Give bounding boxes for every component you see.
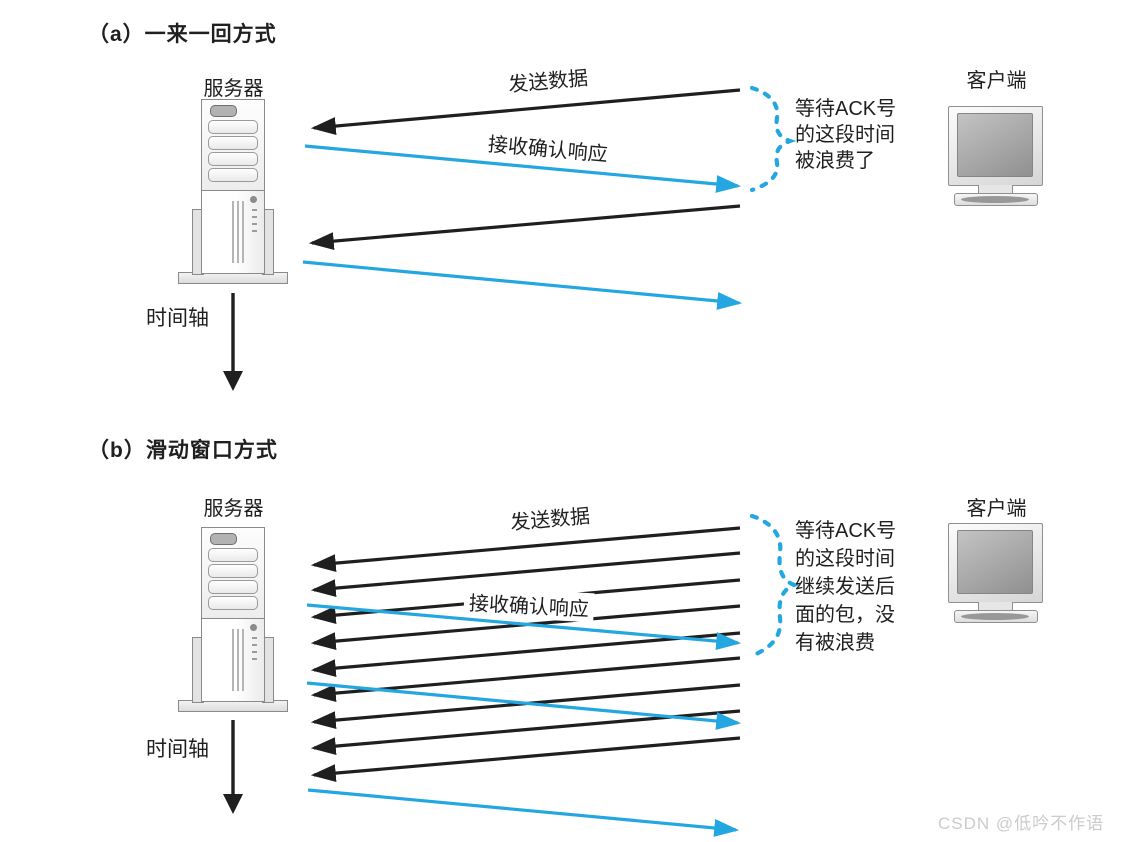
csdn-watermark: CSDN @低吟不作语 <box>938 814 1105 833</box>
server-led-dash <box>252 216 257 218</box>
note-line: 有被浪费 <box>795 632 875 654</box>
monitor-screen <box>957 530 1033 594</box>
server-led-dash <box>252 644 257 646</box>
server-bay-slot <box>208 136 258 150</box>
server-vent-line <box>237 201 239 263</box>
server-vent-line <box>242 201 244 263</box>
time-axis-arrowhead <box>223 794 243 814</box>
waiting-time-brace <box>749 513 800 658</box>
monitor-base-shadow <box>961 613 1029 620</box>
data-arrow <box>310 88 741 135</box>
server-vent-line <box>232 629 234 691</box>
client-label: 客户端 <box>966 498 1027 520</box>
wait-ack-note: 等待ACK号 的这段时间 继续发送后 面的包，没 有被浪费 <box>795 517 896 657</box>
monitor-base-shadow <box>961 196 1029 203</box>
time-axis-label: 时间轴 <box>146 307 209 330</box>
server-drive-slot <box>210 105 237 117</box>
note-line: 等待ACK号 <box>795 520 897 542</box>
server-flange-right <box>262 209 274 275</box>
note-line: 的这段时间 <box>795 124 895 146</box>
data-arrow <box>310 736 741 783</box>
server-icon <box>177 99 290 284</box>
server-led-dash <box>252 651 257 653</box>
server-lower-cabinet <box>201 190 265 274</box>
time-axis-arrowhead <box>223 371 243 391</box>
server-led-dash <box>252 658 257 660</box>
ack-arrow <box>306 603 742 651</box>
data-arrow <box>310 551 741 598</box>
note-line: 的这段时间 <box>795 548 895 570</box>
note-line: 面的包，没 <box>795 604 895 626</box>
ack-arrow <box>306 681 742 730</box>
monitor-screen <box>957 113 1033 177</box>
time-axis-label: 时间轴 <box>146 738 209 761</box>
note-line: 被浪费了 <box>795 150 875 172</box>
data-arrow <box>310 631 741 678</box>
server-flange-right <box>262 637 274 703</box>
ack-arrow <box>307 788 740 837</box>
server-led-dash <box>252 230 257 232</box>
server-icon <box>177 527 290 712</box>
section-a-title: （a）一来一回方式 <box>88 23 277 46</box>
waiting-time-brace <box>749 85 797 193</box>
server-led-dash <box>252 637 257 639</box>
server-vent-line <box>232 201 234 263</box>
server-bay-slot <box>208 120 258 134</box>
data-arrow <box>308 204 741 251</box>
note-line: 继续发送后 <box>795 576 895 598</box>
server-power-dot <box>250 624 257 631</box>
server-bay-slot <box>208 596 258 610</box>
server-bay-slot <box>208 168 258 182</box>
server-vent-line <box>242 629 244 691</box>
note-line: 等待ACK号 <box>795 98 897 120</box>
section-b-title: （b）滑动窗口方式 <box>88 439 278 462</box>
ack-arrow <box>302 260 743 310</box>
wait-ack-note: 等待ACK号 的这段时间 被浪费了 <box>795 96 896 174</box>
ack-arrow <box>304 144 742 193</box>
server-led-dash <box>252 223 257 225</box>
server-upper-cabinet <box>201 527 265 619</box>
server-label: 服务器 <box>203 78 264 100</box>
server-power-dot <box>250 196 257 203</box>
server-bay-slot <box>208 152 258 166</box>
server-bay-slot <box>208 548 258 562</box>
server-led-dash <box>252 209 257 211</box>
server-upper-cabinet <box>201 99 265 191</box>
server-label: 服务器 <box>203 498 264 520</box>
server-bay-slot <box>208 564 258 578</box>
server-bay-slot <box>208 580 258 594</box>
client-monitor-icon <box>948 106 1045 206</box>
client-monitor-icon <box>948 523 1045 623</box>
data-arrow <box>310 526 741 573</box>
server-lower-cabinet <box>201 618 265 702</box>
client-label: 客户端 <box>966 70 1027 92</box>
server-drive-slot <box>210 533 237 545</box>
server-vent-line <box>237 629 239 691</box>
